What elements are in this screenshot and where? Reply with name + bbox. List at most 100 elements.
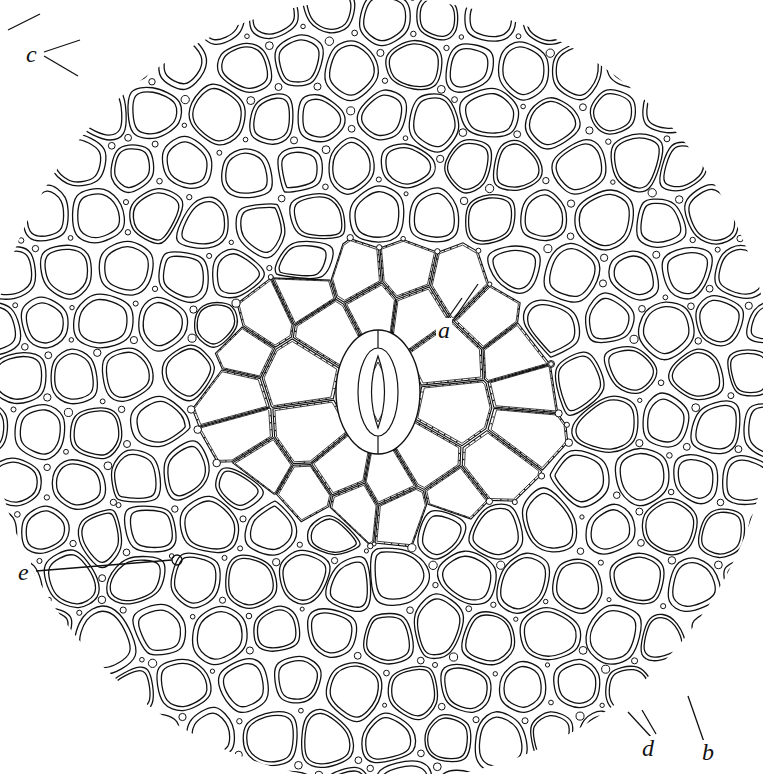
wall-pit	[320, 279, 322, 281]
intercellular-space	[265, 42, 273, 50]
thick-walled-cell	[727, 460, 763, 500]
intercellular-space	[521, 104, 526, 109]
intercellular-space	[331, 557, 337, 563]
thick-walled-cell	[414, 193, 454, 237]
wall-pit	[297, 516, 299, 518]
wall-pit	[262, 391, 264, 393]
intercellular-space	[686, 83, 691, 88]
wall-pit	[481, 493, 483, 495]
intercellular-space	[348, 125, 355, 132]
wall-pit	[499, 337, 501, 339]
wall-pit	[529, 409, 531, 411]
thick-walled-cell	[154, 764, 205, 774]
thick-walled-cell	[105, 247, 149, 290]
wall-pit	[329, 301, 331, 303]
thick-walled-cell	[606, 666, 657, 722]
thick-walled-cell	[657, 658, 712, 706]
wall-pit	[337, 259, 339, 261]
wall-pit	[472, 341, 474, 343]
wall-pit	[270, 353, 272, 355]
wall-pit	[450, 437, 452, 439]
wall-pit	[480, 436, 482, 438]
wall-pit	[340, 253, 342, 255]
intercellular-space	[497, 561, 505, 569]
thick-walled-cell	[582, 0, 624, 32]
wall-pit	[248, 295, 250, 297]
thick-walled-cell	[744, 404, 763, 459]
intercellular-space	[714, 561, 722, 569]
thick-walled-cell	[699, 509, 745, 557]
thick-walled-cell	[364, 614, 414, 664]
wall-pit	[329, 488, 331, 490]
thick-walled-cell	[0, 771, 44, 774]
thick-walled-cell	[99, 241, 153, 295]
thick-walled-cell	[143, 303, 182, 346]
intercellular-space	[735, 446, 742, 453]
thick-walled-cell	[410, 188, 459, 242]
thick-walled-cell	[275, 241, 333, 278]
intercellular-space	[322, 146, 330, 154]
wall-pit	[325, 398, 327, 400]
thick-walled-cell	[639, 302, 695, 360]
intercellular-space	[212, 764, 216, 768]
thick-walled-cell	[139, 610, 181, 650]
wall-pit	[254, 446, 256, 448]
intercellular-space	[235, 751, 242, 758]
wall-pit	[481, 369, 483, 371]
wall-pit	[288, 469, 290, 471]
wall-pit	[317, 470, 319, 472]
intercellular-space	[488, 282, 492, 286]
wall-pit	[345, 491, 347, 493]
thick-walled-cell	[195, 303, 238, 348]
thick-walled-cell	[87, 723, 133, 766]
thick-walled-cell	[685, 185, 738, 244]
intercellular-space	[14, 548, 22, 556]
intercellular-space	[133, 301, 138, 306]
wall-pit	[364, 473, 366, 475]
thick-walled-cell	[555, 455, 603, 502]
thick-walled-cell	[576, 400, 634, 449]
wall-pit	[333, 388, 335, 390]
thick-walled-cell	[360, 0, 411, 46]
thick-walled-cell	[279, 40, 319, 82]
intercellular-space	[539, 473, 545, 479]
wall-pit	[280, 292, 282, 294]
thick-walled-cell	[615, 448, 669, 505]
thick-walled-cell	[678, 460, 713, 499]
wall-pit	[436, 483, 438, 485]
thick-walled-cell	[250, 94, 293, 144]
wall-pit	[308, 350, 310, 352]
wall-pit	[491, 435, 493, 437]
thick-walled-cell	[692, 609, 741, 659]
wall-pit	[330, 285, 332, 287]
wall-pit	[511, 324, 513, 326]
intercellular-space	[739, 33, 746, 40]
thick-walled-cell	[51, 349, 97, 404]
intercellular-space	[407, 607, 414, 614]
intercellular-space	[152, 141, 158, 147]
wall-pit	[463, 459, 465, 461]
intercellular-space	[632, 658, 638, 664]
intercellular-space	[44, 464, 50, 470]
intercellular-space	[384, 670, 390, 676]
thick-walled-cell	[723, 456, 763, 505]
wall-pit	[264, 283, 266, 285]
intercellular-space	[493, 672, 497, 676]
wall-pit	[522, 408, 524, 410]
part-letter: b	[700, 740, 716, 764]
wall-pit	[448, 313, 450, 315]
wall-pit	[551, 377, 553, 379]
wall-pit	[386, 246, 388, 248]
intercellular-space	[675, 196, 683, 204]
thick-walled-cell	[746, 98, 763, 146]
wall-pit	[432, 264, 434, 266]
intercellular-space	[586, 127, 593, 134]
thick-walled-cell	[283, 555, 326, 601]
thick-walled-cell	[163, 256, 203, 297]
wall-pit	[332, 292, 334, 294]
wall-pit	[415, 244, 417, 246]
wall-pit	[344, 437, 346, 439]
wall-pit	[536, 409, 538, 411]
intercellular-space	[516, 34, 521, 39]
thick-walled-cell	[473, 508, 518, 554]
